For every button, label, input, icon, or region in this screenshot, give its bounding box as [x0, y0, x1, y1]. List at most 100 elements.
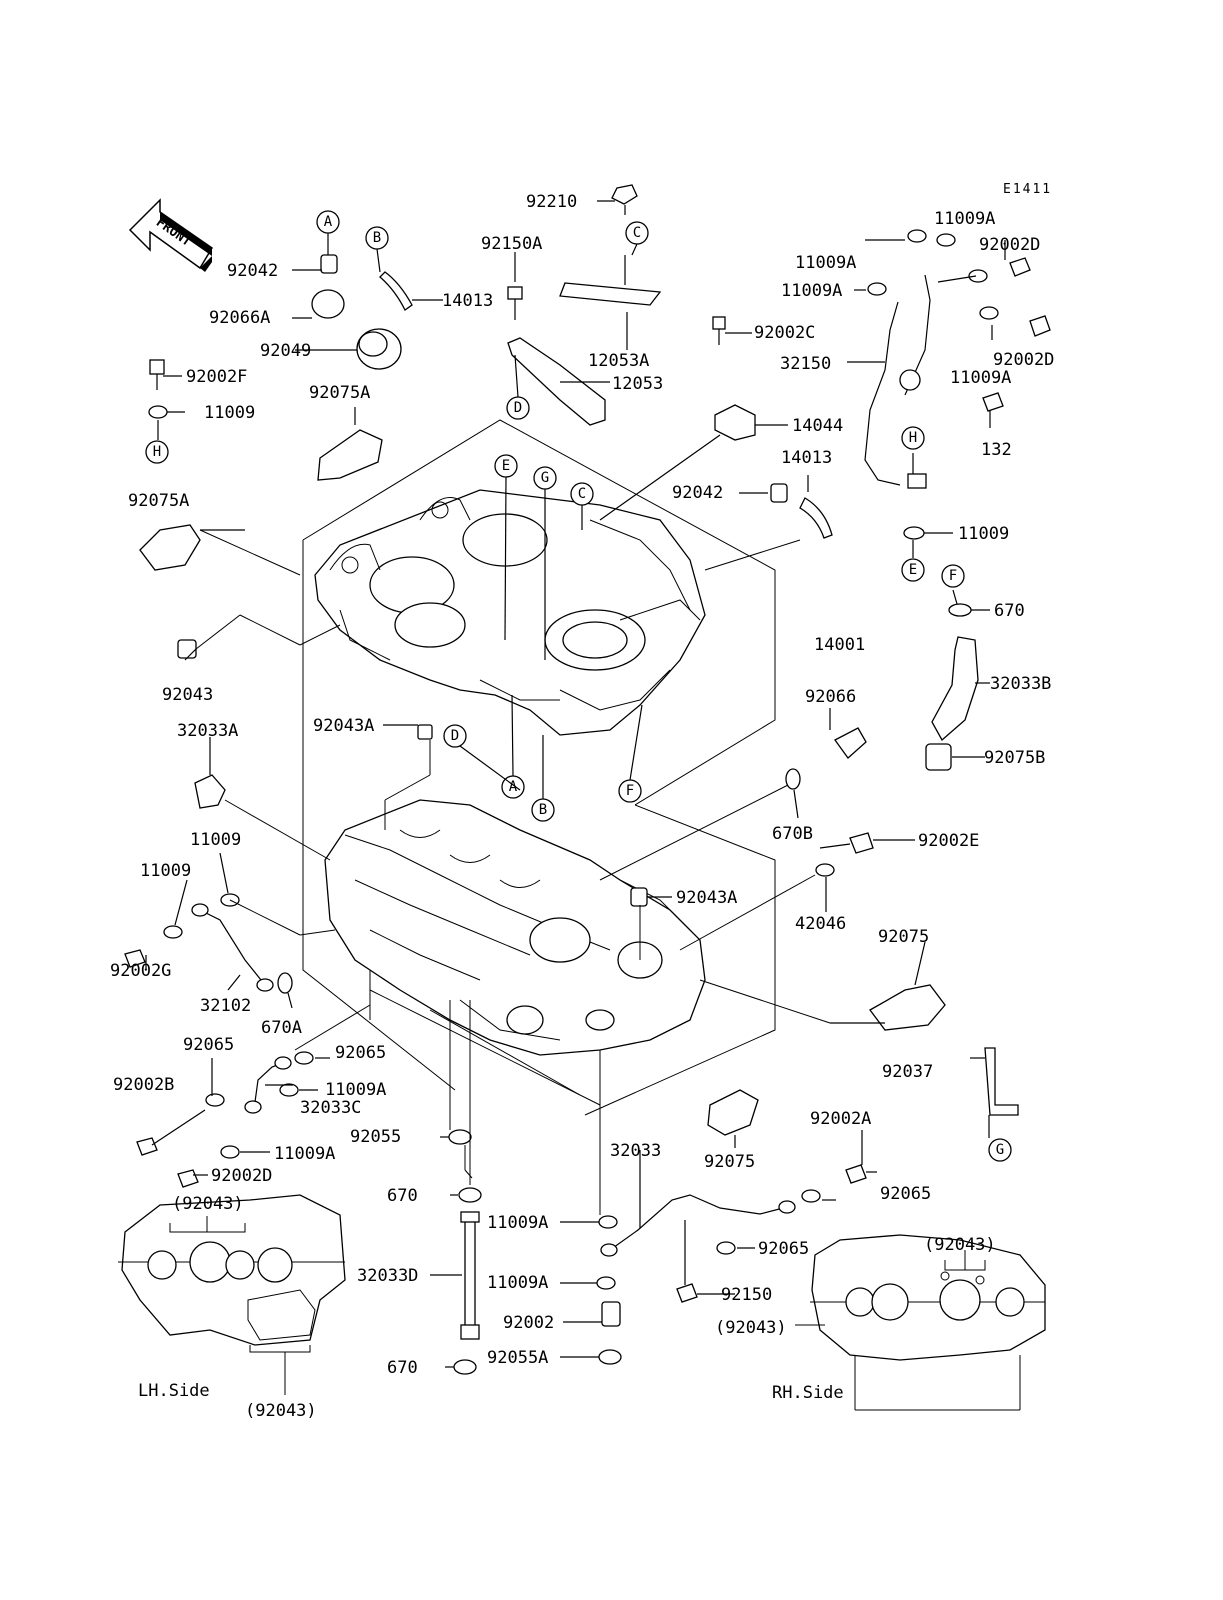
small-parts: [124, 184, 1051, 1375]
part-label-670: 670: [387, 1358, 418, 1378]
svg-text:E: E: [502, 458, 510, 474]
svg-text:C: C: [633, 225, 641, 241]
ref-circle-e-case: E: [494, 454, 518, 641]
svg-text:D: D: [514, 400, 522, 416]
part-label-670a: 670A: [261, 1018, 302, 1038]
part-label-92002: 92002: [503, 1313, 554, 1333]
part-label-92042: 92042: [227, 261, 278, 281]
part-label-11009: 11009: [190, 830, 241, 850]
svg-text:D: D: [451, 728, 459, 744]
part-label-11009: 11009: [140, 861, 191, 881]
part-label-92043-rh-left: (92043): [715, 1318, 787, 1338]
part-label-92043-rh-top: (92043): [924, 1235, 996, 1255]
ref-circle-d-upper: D: [506, 354, 530, 420]
svg-text:G: G: [541, 470, 549, 486]
part-label-92043-lh-bottom: (92043): [245, 1401, 317, 1421]
ref-circle-h-left: H: [145, 440, 169, 464]
part-labels: 92210 92150A 11009A 92002D 11009A 11009A…: [110, 192, 1054, 1421]
part-label-32102: 32102: [200, 996, 251, 1016]
rh-side-view: [810, 1234, 1046, 1361]
part-label-132: 132: [981, 440, 1012, 460]
part-label-32033c: 32033C: [300, 1098, 361, 1118]
part-label-92150: 92150: [721, 1285, 772, 1305]
upper-crankcase: [314, 489, 706, 736]
assembly-lines: [195, 529, 831, 1215]
part-label-92002a: 92002A: [810, 1109, 871, 1129]
part-label-92065: 92065: [183, 1035, 234, 1055]
part-label-92043: 92043: [162, 685, 213, 705]
svg-text:B: B: [373, 230, 381, 246]
rh-side-label: RH.Side: [772, 1383, 844, 1403]
svg-text:E: E: [909, 562, 917, 578]
part-label-32033b: 32033B: [990, 674, 1051, 694]
svg-text:H: H: [153, 444, 161, 460]
part-label-11009a: 11009A: [274, 1144, 335, 1164]
part-label-11009a: 11009A: [795, 253, 856, 273]
diagram-code: E1411: [1003, 182, 1052, 197]
part-label-92002d: 92002D: [211, 1166, 272, 1186]
lh-side-label: LH.Side: [138, 1381, 210, 1401]
ref-circle-b-top: B: [365, 226, 389, 273]
front-arrow-icon: FRONT: [128, 198, 214, 272]
ref-circle-d-lower: D: [443, 724, 521, 791]
part-label-92002b: 92002B: [113, 1075, 174, 1095]
part-label-11009: 11009: [204, 403, 255, 423]
part-label-92037: 92037: [882, 1062, 933, 1082]
part-label-14013: 14013: [781, 448, 832, 468]
part-label-92002e: 92002E: [918, 831, 979, 851]
part-label-92075a: 92075A: [128, 491, 189, 511]
part-label-11009a: 11009A: [781, 281, 842, 301]
part-label-92065: 92065: [880, 1184, 931, 1204]
part-label-92065: 92065: [758, 1239, 809, 1259]
svg-text:F: F: [626, 783, 634, 799]
part-label-92066a: 92066A: [209, 308, 270, 328]
part-label-11009a: 11009A: [950, 368, 1011, 388]
svg-text:A: A: [324, 214, 333, 230]
part-label-11009: 11009: [958, 524, 1009, 544]
part-label-92075: 92075: [704, 1152, 755, 1172]
ref-circle-h-right: H: [901, 426, 925, 450]
svg-text:H: H: [909, 430, 917, 446]
part-label-11009a: 11009A: [487, 1273, 548, 1293]
reference-letters: A B C D H E G: [145, 210, 1012, 1162]
part-label-92002d: 92002D: [993, 350, 1054, 370]
part-label-92043a: 92043A: [313, 716, 374, 736]
svg-text:C: C: [578, 486, 586, 502]
ref-circle-g-lower: G: [988, 1138, 1012, 1162]
part-label-11009a: 11009A: [934, 209, 995, 229]
ref-circle-e-right: E: [901, 558, 925, 582]
svg-text:B: B: [539, 802, 547, 818]
part-label-92002c: 92002C: [754, 323, 815, 343]
part-label-92055a: 92055A: [487, 1348, 548, 1368]
part-label-14001: 14001: [814, 635, 865, 655]
part-label-32033a: 32033A: [177, 721, 238, 741]
part-label-670: 670: [387, 1186, 418, 1206]
part-label-92075b: 92075B: [984, 748, 1045, 768]
part-label-92150a: 92150A: [481, 234, 542, 254]
part-label-92055: 92055: [350, 1127, 401, 1147]
ref-circle-b-case: B: [531, 735, 555, 822]
ref-circle-a-case: A: [501, 694, 525, 799]
part-label-12053: 12053: [612, 374, 663, 394]
leader-lines: [145, 200, 1021, 1411]
part-label-92075: 92075: [878, 927, 929, 947]
part-label-92065: 92065: [335, 1043, 386, 1063]
part-label-92210: 92210: [526, 192, 577, 212]
part-label-92002g: 92002G: [110, 961, 171, 981]
part-label-32033: 32033: [610, 1141, 661, 1161]
part-label-92042: 92042: [672, 483, 723, 503]
part-label-32033d: 32033D: [357, 1266, 418, 1286]
ref-circle-f-case: F: [618, 704, 643, 803]
part-label-92066: 92066: [805, 687, 856, 707]
part-label-92043a: 92043A: [676, 888, 737, 908]
part-label-670: 670: [994, 601, 1025, 621]
svg-text:G: G: [996, 1142, 1004, 1158]
part-label-42046: 42046: [795, 914, 846, 934]
ref-circle-c-top: C: [625, 221, 649, 256]
svg-text:F: F: [949, 568, 957, 584]
part-label-12053a: 12053A: [588, 351, 649, 371]
ref-circle-g-case: G: [533, 466, 557, 660]
lower-crankcase: [324, 799, 706, 1056]
part-label-92043-lh-top: (92043): [172, 1194, 244, 1214]
